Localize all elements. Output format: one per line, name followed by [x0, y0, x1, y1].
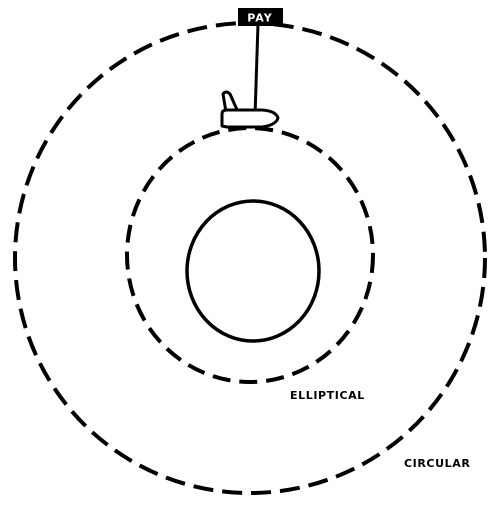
- circular-orbit: [15, 23, 485, 493]
- payload-label: PAY: [247, 12, 273, 25]
- shuttle-orbiter-icon: [222, 92, 278, 127]
- central-planet: [187, 201, 319, 341]
- tether-line: [255, 24, 258, 116]
- elliptical-orbit: [127, 128, 373, 382]
- elliptical-label: ELLIPTICAL: [290, 389, 365, 402]
- payload: PAY: [238, 8, 283, 26]
- shuttle-body-icon: [222, 110, 278, 127]
- circular-label: CIRCULAR: [404, 457, 470, 470]
